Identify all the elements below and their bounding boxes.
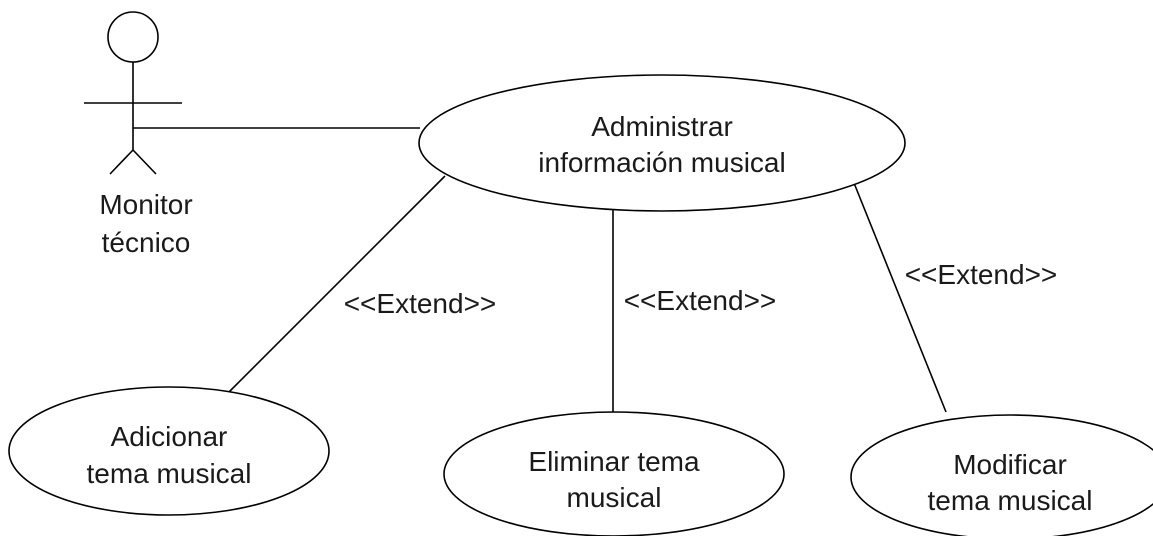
actor-name-line1: Monitor (99, 189, 192, 220)
use-case-eliminar-line2: musical (567, 482, 662, 513)
use-case-administrar[interactable]: Administrar información musical (418, 74, 906, 212)
use-case-modificar[interactable]: Modificar tema musical (850, 414, 1153, 536)
actor-right-leg (132, 149, 157, 175)
use-case-modificar-line2: tema musical (928, 485, 1093, 516)
extend-line-add (227, 175, 446, 394)
use-case-adicionar-line2: tema musical (87, 458, 252, 489)
actor-figure (84, 11, 182, 175)
use-case-eliminar-line1: Eliminar tema (528, 446, 700, 477)
use-case-adicionar-line1: Adicionar (111, 421, 228, 452)
extend-label-delete: <<Extend>> (624, 285, 777, 316)
actor-name-line2: técnico (102, 227, 191, 258)
use-case-modificar-line1: Modificar (953, 449, 1067, 480)
actor-head (107, 11, 159, 63)
use-case-administrar-line2: información musical (538, 147, 785, 178)
extend-label-add: <<Extend>> (344, 288, 497, 319)
extend-line-modify (851, 177, 947, 413)
use-case-adicionar[interactable]: Adicionar tema musical (8, 386, 330, 516)
use-case-administrar-line1: Administrar (591, 111, 733, 142)
extend-label-modify: <<Extend>> (905, 259, 1058, 290)
use-case-eliminar[interactable]: Eliminar tema musical (443, 411, 785, 536)
actor-left-leg (109, 149, 134, 175)
